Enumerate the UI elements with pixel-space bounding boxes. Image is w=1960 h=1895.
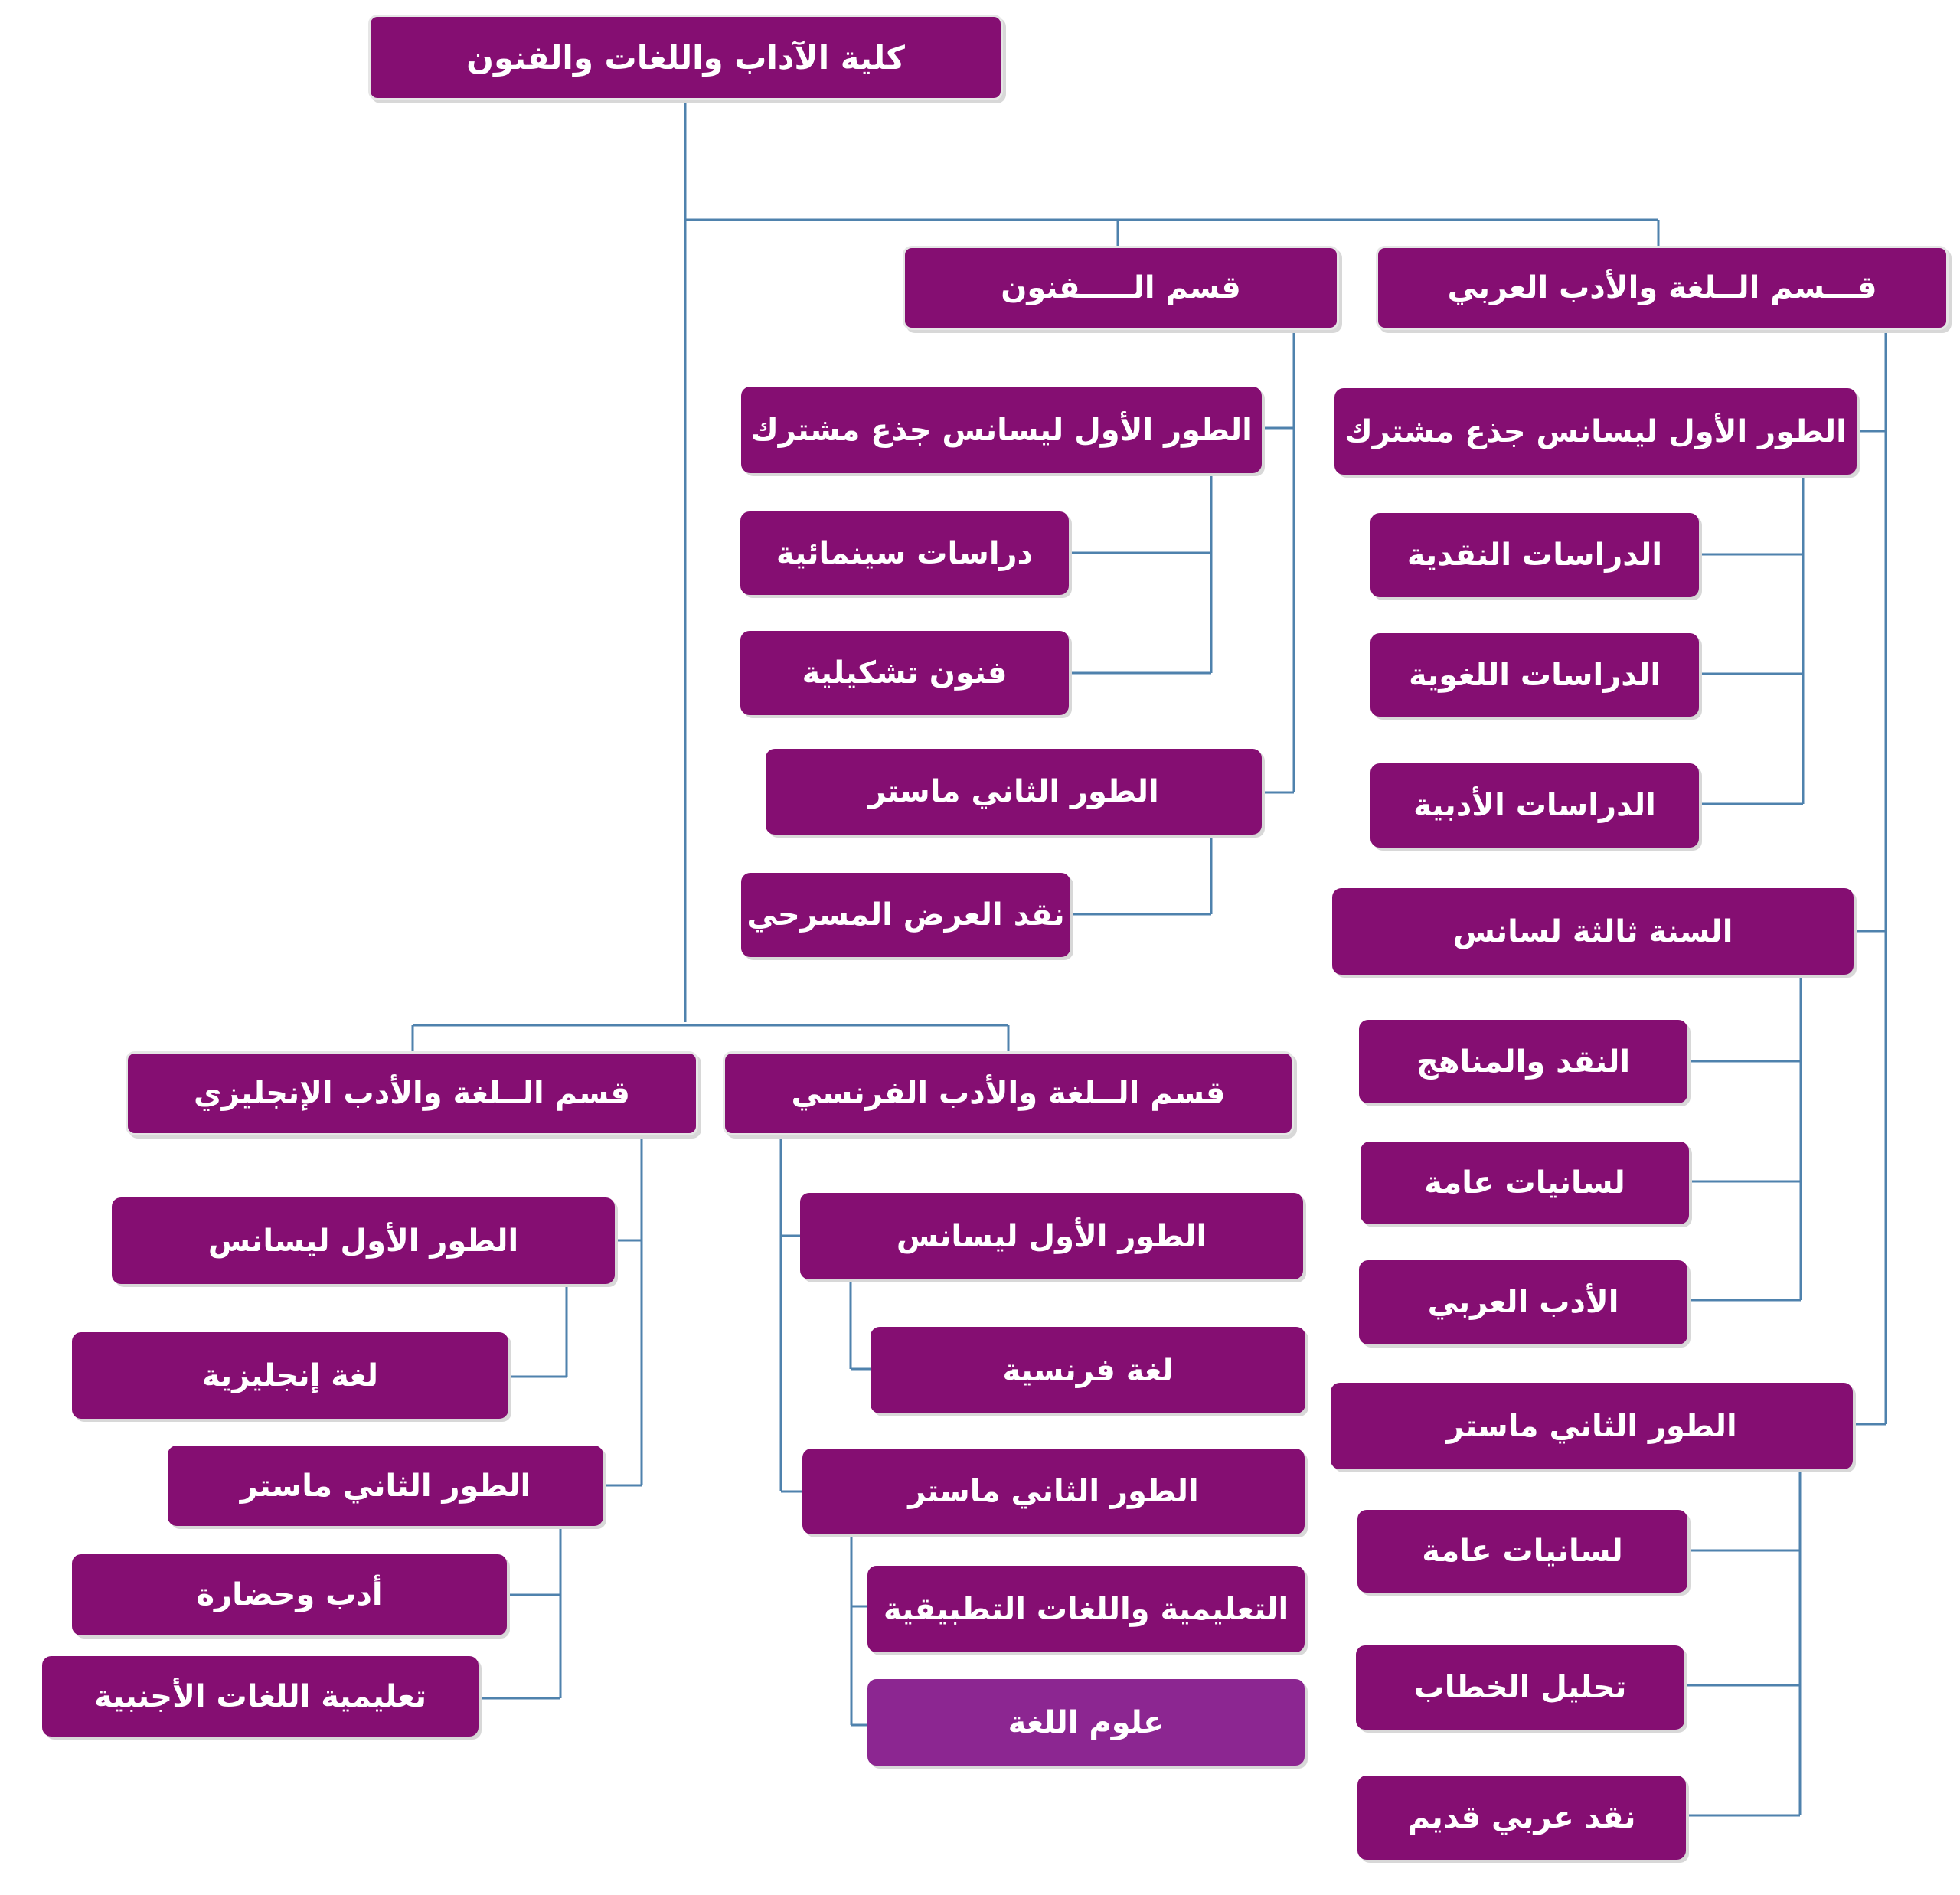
arabic-year3-item-node: الأدب العربي — [1359, 1260, 1687, 1344]
arts-cycle1-node: الطور الأول ليسانس جذع مشترك — [741, 387, 1262, 473]
arts-cycle1-item-node: فنون تشكيلية — [740, 631, 1069, 715]
english-c1-bracket — [510, 1284, 568, 1378]
arabic-c1-bracket — [1699, 476, 1805, 805]
french-cycle1-node: الطور الأول ليسانس — [800, 1193, 1303, 1279]
english-spine — [603, 1135, 643, 1487]
french-c2-bracket — [850, 1536, 867, 1727]
arts-c2-bracket — [1073, 836, 1213, 916]
arabic-year3-item-node: النقد والمناهج — [1359, 1020, 1687, 1103]
arabic-y3-bracket — [1687, 978, 1802, 1302]
arabic-cycle2-item-node: لسانيات عامة — [1357, 1510, 1687, 1593]
arabic-cycle1-item-node: الدراسات اللغوية — [1370, 633, 1699, 717]
arts-cycle2-item-node: نقد العرض المسرحي — [741, 873, 1070, 957]
english-cycle2-node: الطور الثاني ماستر — [168, 1446, 603, 1526]
french-cycle2-node: الطور الثاني ماستر — [802, 1449, 1305, 1534]
department-english-node: قسم الــلغة والأدب الإنجليزي — [126, 1051, 698, 1135]
arabic-spine — [1853, 329, 1887, 1426]
arabic-cycle1-item-node: الدراسات النقدية — [1370, 513, 1699, 597]
english-cycle1-item-node: لغة إنجليزية — [72, 1332, 508, 1419]
english-cycle2-item-node: أدب وحضارة — [72, 1554, 507, 1635]
french-c1-bracket — [849, 1279, 871, 1371]
arts-spine — [1262, 329, 1295, 794]
bottom-branch — [411, 1024, 1010, 1053]
arabic-cycle1-item-node: الدراسات الأدبية — [1370, 763, 1699, 848]
arts-cycle1-item-node: دراسات سينمائية — [740, 511, 1069, 595]
arts-cycle2-node: الطور الثاني ماستر — [766, 749, 1262, 835]
faculty-root-node: كلية الآداب واللغات والفنون — [368, 15, 1003, 100]
arabic-cycle2-item-node: نقد عربي قديم — [1357, 1776, 1686, 1860]
english-cycle2-item-node: تعليمية اللغات الأجنبية — [42, 1656, 479, 1737]
french-spine — [779, 1135, 802, 1493]
arabic-cycle2-item-node: تحليل الخطاب — [1356, 1645, 1684, 1730]
french-cycle2-item-node: التعليمية واللغات التطبيقية — [867, 1566, 1305, 1652]
english-c2-bracket — [479, 1527, 562, 1700]
department-arts-node: قسم الـــــفنون — [903, 246, 1339, 330]
department-arabic-node: قـــسم الــلغة والأدب العربي — [1376, 246, 1949, 330]
french-cycle2-item-node: علوم اللغة — [867, 1679, 1305, 1766]
english-cycle1-node: الطور الأول ليسانس — [112, 1197, 615, 1284]
arabic-year3-node: السنة ثالثة لسانس — [1332, 888, 1854, 975]
arabic-c2-bracket — [1687, 1471, 1802, 1817]
french-cycle1-item-node: لغة فرنسية — [871, 1327, 1305, 1413]
top-branch — [685, 218, 1660, 247]
arabic-year3-item-node: لسانيات عامة — [1361, 1142, 1689, 1224]
department-french-node: قسم الــلغة والأدب الفرنسي — [723, 1051, 1294, 1135]
arabic-cycle2-node: الطور الثاني ماستر — [1331, 1383, 1853, 1469]
arabic-cycle1-node: الطور الأول ليسانس جذع مشترك — [1334, 388, 1857, 475]
arts-c1-bracket — [1070, 476, 1213, 675]
